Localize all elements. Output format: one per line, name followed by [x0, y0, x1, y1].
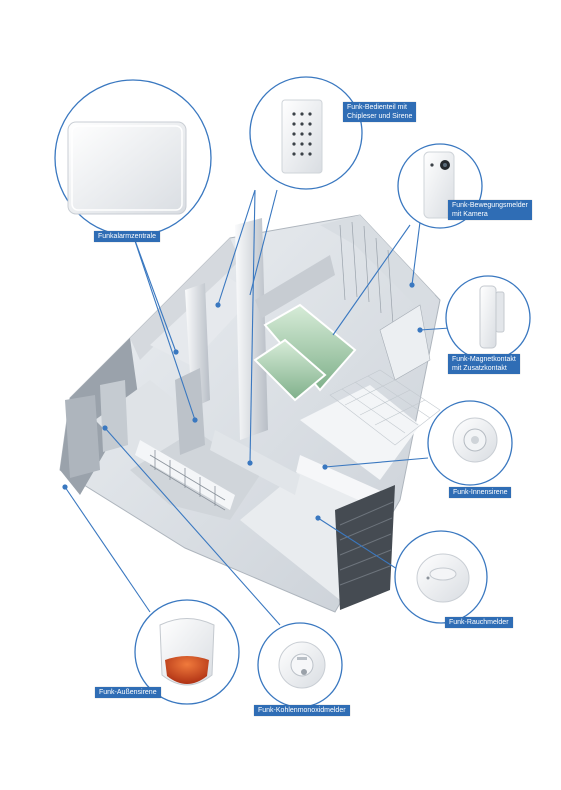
smoke-detector-callout — [394, 530, 488, 624]
connector-lines — [64, 189, 451, 626]
co-detector-callout — [257, 622, 343, 708]
label-keypad: Funk-Bedienteil mit Chipleser und Sirene — [343, 102, 417, 122]
label-smoke-detector: Funk-Rauchmelder — [445, 617, 513, 628]
connector-lines-extra — [132, 189, 256, 464]
label-motion-line2: mit Kamera — [452, 211, 488, 218]
label-magnet-line1: Funk-Magnetkontakt — [452, 356, 516, 363]
magnet-contact-callout — [445, 275, 531, 361]
keypad-callout — [249, 76, 363, 190]
magnet-contact-device — [479, 285, 497, 349]
outdoor-siren-callout — [134, 599, 240, 705]
label-magnet-contact: Funk-Magnetkontakt mit Zusatzkontakt — [448, 354, 520, 374]
label-indoor-siren-text: Funk-Innensirene — [453, 489, 508, 496]
label-co-detector: Funk-Kohlenmonoxidmelder — [254, 705, 350, 716]
control-panel-device — [67, 121, 187, 215]
label-keypad-line2: Chipleser und Sirene — [347, 113, 413, 120]
label-control-panel-text: Funkalarmzentrale — [98, 233, 156, 240]
control-panel-callout — [54, 79, 212, 237]
label-indoor-siren: Funk-Innensirene — [449, 487, 512, 498]
label-motion-detector: Funk-Bewegungsmelder mit Kamera — [448, 200, 532, 220]
label-outdoor-siren-text: Funk-Außensirene — [99, 689, 157, 696]
label-keypad-line1: Funk-Bedienteil mit — [347, 104, 407, 111]
label-motion-line1: Funk-Bewegungsmelder — [452, 202, 528, 209]
label-outdoor-siren: Funk-Außensirene — [95, 687, 161, 698]
label-magnet-line2: mit Zusatzkontakt — [452, 365, 507, 372]
indoor-siren-callout — [427, 400, 513, 486]
label-control-panel: Funkalarmzentrale — [94, 231, 160, 242]
label-smoke-detector-text: Funk-Rauchmelder — [449, 619, 509, 626]
keypad-device — [281, 99, 323, 174]
house-cutaway — [59, 214, 441, 613]
label-co-detector-text: Funk-Kohlenmonoxidmelder — [258, 707, 346, 714]
